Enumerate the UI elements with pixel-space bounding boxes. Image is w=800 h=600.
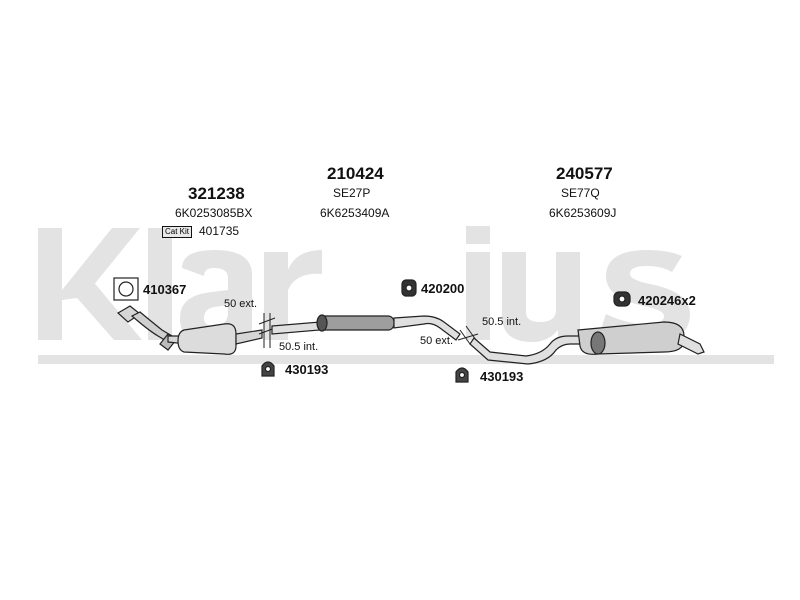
joint1-int-label: 50.5 int. — [279, 341, 319, 353]
clamp-2-label: 430193 — [480, 369, 524, 384]
ref-part-3: SE77Q — [561, 186, 600, 200]
hanger-mid-label: 420200 — [421, 281, 465, 296]
gasket-410367-icon — [113, 277, 139, 301]
gasket-label: 410367 — [143, 282, 187, 297]
hanger-420200-icon — [401, 279, 417, 297]
centre-silencer-210424 — [271, 314, 461, 341]
oe-code-part-1: 6K0253085BX — [175, 206, 253, 220]
ref-part-2: SE27P — [333, 186, 371, 200]
clamp-430193-icon — [455, 367, 469, 383]
clamp-430193-icon — [261, 361, 275, 377]
part-number-240577: 240577 — [556, 164, 613, 183]
hanger-rear-label: 420246x2 — [638, 293, 696, 308]
kit-number: 401735 — [199, 224, 240, 238]
cat-kit-badge: Cat Kit — [162, 226, 193, 238]
rear-silencer-240577 — [469, 321, 705, 365]
joint2-ext-label: 50 ext. — [420, 335, 454, 347]
joint2-int-label: 50.5 int. — [482, 316, 522, 328]
hanger-420246-icon — [613, 291, 631, 307]
clamp-1-label: 430193 — [285, 362, 329, 377]
catalytic-converter-321238 — [116, 305, 263, 355]
oe-code-part-3: 6K6253609J — [549, 206, 617, 220]
part-number-210424: 210424 — [327, 164, 384, 183]
part-number-321238: 321238 — [188, 184, 245, 203]
joint1-ext-label: 50 ext. — [224, 298, 258, 310]
oe-code-part-2: 6K6253409A — [320, 206, 390, 220]
